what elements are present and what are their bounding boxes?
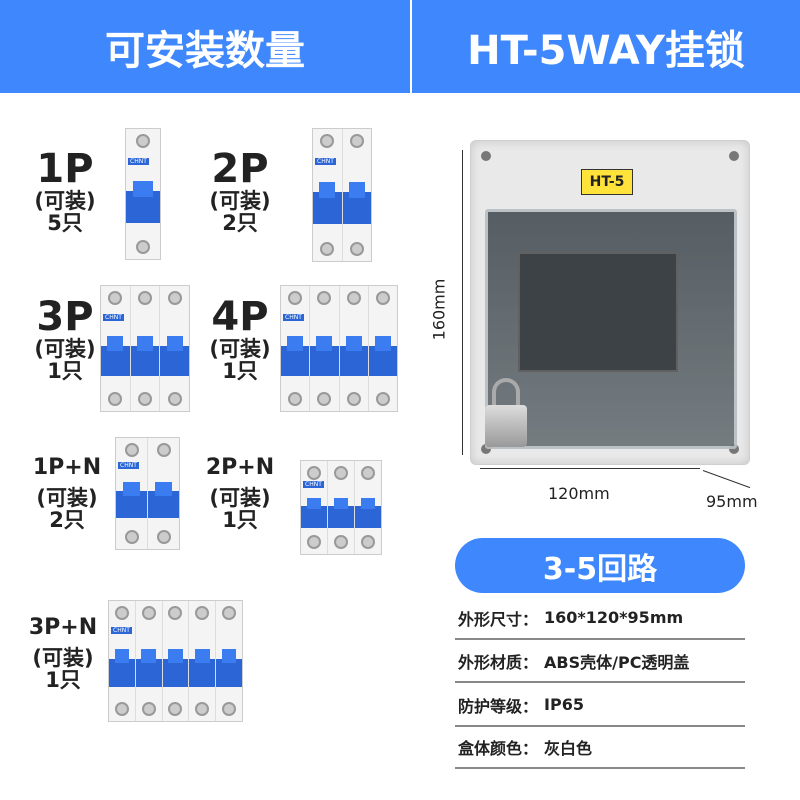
label-1pn: 1P+N(可装)2只	[32, 455, 102, 533]
width-dimension: 120mm	[548, 484, 610, 503]
breaker-pole	[355, 461, 381, 554]
breaker-pole	[109, 601, 135, 721]
brand-logo: CHNT	[315, 158, 336, 166]
width-dimension-line	[480, 468, 700, 469]
breaker-pole	[339, 286, 368, 411]
brand-logo: CHNT	[303, 481, 324, 489]
breaker-pole	[116, 438, 147, 549]
brand-logo: CHNT	[118, 462, 139, 470]
breaker-3pn-image: CHNT	[108, 600, 243, 722]
breaker-pole	[160, 286, 190, 411]
left-header: 可安装数量	[0, 0, 410, 93]
breaker-pole	[189, 601, 216, 721]
label-3pn: 3P+N(可装)1只	[28, 615, 98, 693]
breaker-pole	[313, 129, 342, 261]
breaker-pole	[126, 129, 160, 259]
circuits-badge: 3-5回路	[455, 538, 745, 593]
breaker-pole	[368, 286, 397, 411]
breaker-pole	[342, 129, 371, 261]
breaker-pole	[216, 601, 242, 721]
breaker-3p-image: CHNT	[100, 285, 190, 412]
breaker-4p-image: CHNT	[280, 285, 398, 412]
spec-row: 外形材质：ABS壳体/PC透明盖	[455, 640, 745, 683]
breaker-1p-image: CHNT	[125, 128, 161, 260]
depth-dimension: 95mm	[706, 492, 758, 511]
breaker-pole	[310, 286, 339, 411]
label-1p: 1P(可装)5只	[34, 146, 96, 236]
label-2p: 2P(可装)2只	[209, 146, 271, 236]
padlock-shackle-icon	[492, 378, 520, 412]
breaker-pole	[301, 461, 327, 554]
breaker-2pn-image: CHNT	[300, 460, 382, 555]
brand-logo: CHNT	[128, 157, 149, 165]
depth-dimension-line	[702, 470, 751, 489]
transparent-cover	[485, 209, 737, 449]
breaker-2p-image: CHNT	[312, 128, 372, 262]
breaker-1pn-image: CHNT	[115, 437, 180, 550]
spec-row: 盒体颜色：灰白色	[455, 726, 745, 769]
breaker-pole	[328, 461, 354, 554]
breaker-pole	[135, 601, 162, 721]
breaker-pole	[281, 286, 310, 411]
label-4p: 4P(可装)1只	[209, 294, 271, 384]
breaker-pole	[130, 286, 160, 411]
height-dimension: 160mm	[429, 278, 449, 341]
brand-logo: CHNT	[103, 313, 124, 321]
padlock-icon	[485, 405, 527, 447]
label-2pn: 2P+N(可装)1只	[205, 455, 275, 533]
breaker-pole	[162, 601, 189, 721]
breaker-pole	[148, 438, 179, 549]
brand-logo: CHNT	[283, 313, 304, 321]
height-dimension-line	[462, 150, 463, 455]
spec-row: 防护等级：IP65	[455, 684, 745, 727]
distribution-box-image: HT-5	[470, 140, 750, 465]
model-label: HT-5	[581, 169, 633, 195]
right-header: HT-5WAY挂锁	[412, 0, 800, 93]
label-3p: 3P(可装)1只	[34, 294, 96, 384]
brand-logo: CHNT	[111, 627, 132, 635]
breaker-pole	[101, 286, 130, 411]
spec-row: 外形尺寸：160*120*95mm	[455, 597, 745, 640]
